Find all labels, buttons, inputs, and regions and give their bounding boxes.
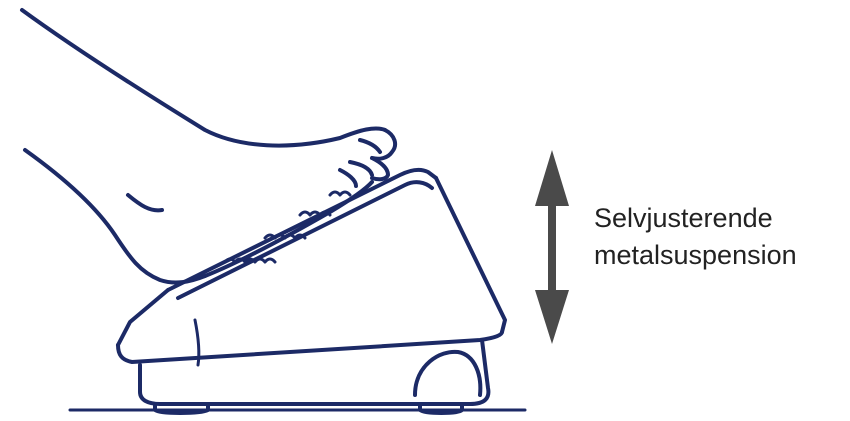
toes: [340, 130, 395, 186]
ankle-mark: [128, 195, 162, 210]
wheel-arch: [415, 352, 480, 395]
massager-right-slope: [436, 178, 505, 332]
massager-top-inner: [178, 182, 432, 298]
massager-front-face: [118, 290, 168, 345]
suspension-label-line-2: metalsuspension: [594, 237, 797, 274]
double-vertical-arrow-icon: [535, 150, 569, 344]
leg-lower-outline: [25, 150, 205, 283]
suspension-label-line-1: Selvjusterende: [594, 200, 773, 237]
leg-upper-outline: [22, 10, 385, 146]
massager-base: [118, 332, 502, 362]
